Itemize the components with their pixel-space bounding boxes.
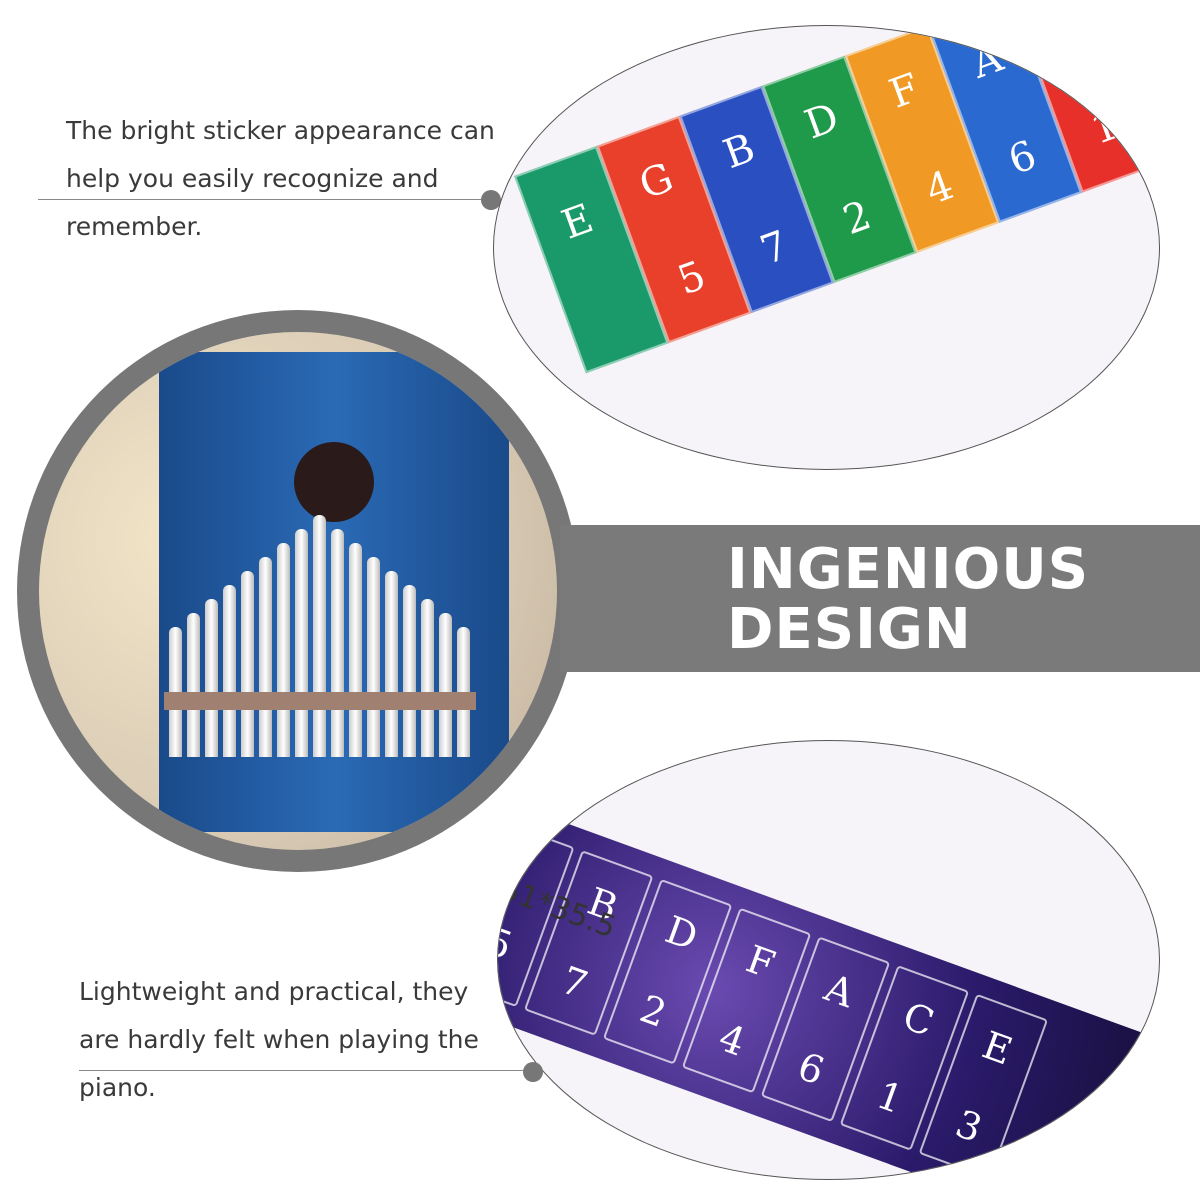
note-number: 7: [555, 957, 594, 1007]
kalimba-photo: [39, 332, 557, 850]
kalimba-tine: [223, 585, 236, 757]
kalimba-tine: [295, 529, 308, 757]
note-number: 1: [1085, 101, 1125, 154]
caption-line: piano.: [79, 1073, 156, 1102]
note-number: 5: [497, 918, 519, 968]
note-number: 6: [1002, 131, 1043, 184]
kalimba-tine: [403, 585, 416, 757]
kalimba-tine: [187, 613, 200, 757]
banner-line: INGENIOUS: [727, 537, 1090, 602]
pointer-dot: [481, 190, 501, 210]
note-number: 2: [837, 191, 877, 244]
banner-line: DESIGN: [727, 597, 972, 662]
note-number: 2: [634, 985, 673, 1036]
kalimba-tine: [439, 613, 452, 757]
kalimba-tine: [205, 599, 218, 757]
kalimba-tine: [349, 543, 362, 757]
divider: [38, 199, 493, 200]
note-number: 6: [792, 1043, 831, 1094]
note-number: 7: [754, 221, 795, 274]
bottom-caption: Lightweight and practical, they are hard…: [79, 968, 479, 1112]
kalimba-tine: [331, 529, 344, 757]
bridge: [164, 692, 476, 710]
note-letter: E: [976, 1022, 1019, 1074]
note-letter: A: [819, 964, 861, 1016]
note-letter: D: [659, 906, 704, 959]
note-letter: B: [717, 124, 761, 178]
kalimba-tine: [277, 543, 290, 757]
kalimba-tine: [385, 571, 398, 757]
note-letter: D: [798, 93, 845, 149]
kalimba-photo-frame: [17, 310, 579, 872]
note-letter: F: [740, 936, 781, 987]
note-number: 1: [871, 1072, 910, 1122]
caption-line: The bright sticker appearance can: [66, 116, 495, 145]
sound-hole: [294, 442, 374, 522]
kalimba-tine: [241, 571, 254, 757]
note-number: 3: [950, 1100, 989, 1151]
note-letter: C: [1047, 25, 1093, 58]
note-number: 4: [713, 1014, 752, 1065]
caption-line: help you easily recognize and: [66, 164, 439, 193]
note-letter: C: [897, 993, 940, 1045]
note-letter: G: [633, 154, 680, 209]
note-number: 5: [671, 251, 712, 304]
banner-title: INGENIOUS DESIGN: [727, 540, 1089, 660]
caption-line: Lightweight and practical, they: [79, 977, 469, 1006]
pointer-dot: [523, 1062, 543, 1082]
divider: [79, 1070, 534, 1071]
kalimba-tine: [259, 557, 272, 757]
kalimba-tine: [367, 557, 380, 757]
caption-line: remember.: [66, 212, 203, 241]
caption-line: are hardly felt when playing the: [79, 1025, 479, 1054]
note-letter: E: [555, 195, 600, 249]
banner: [560, 525, 1200, 672]
note-letter: A: [965, 34, 1009, 88]
note-number: 4: [919, 161, 960, 214]
note-letter: F: [883, 64, 926, 118]
kalimba-tine: [313, 515, 326, 757]
kalimba-tine: [421, 599, 434, 757]
top-caption: The bright sticker appearance can help y…: [66, 107, 495, 251]
